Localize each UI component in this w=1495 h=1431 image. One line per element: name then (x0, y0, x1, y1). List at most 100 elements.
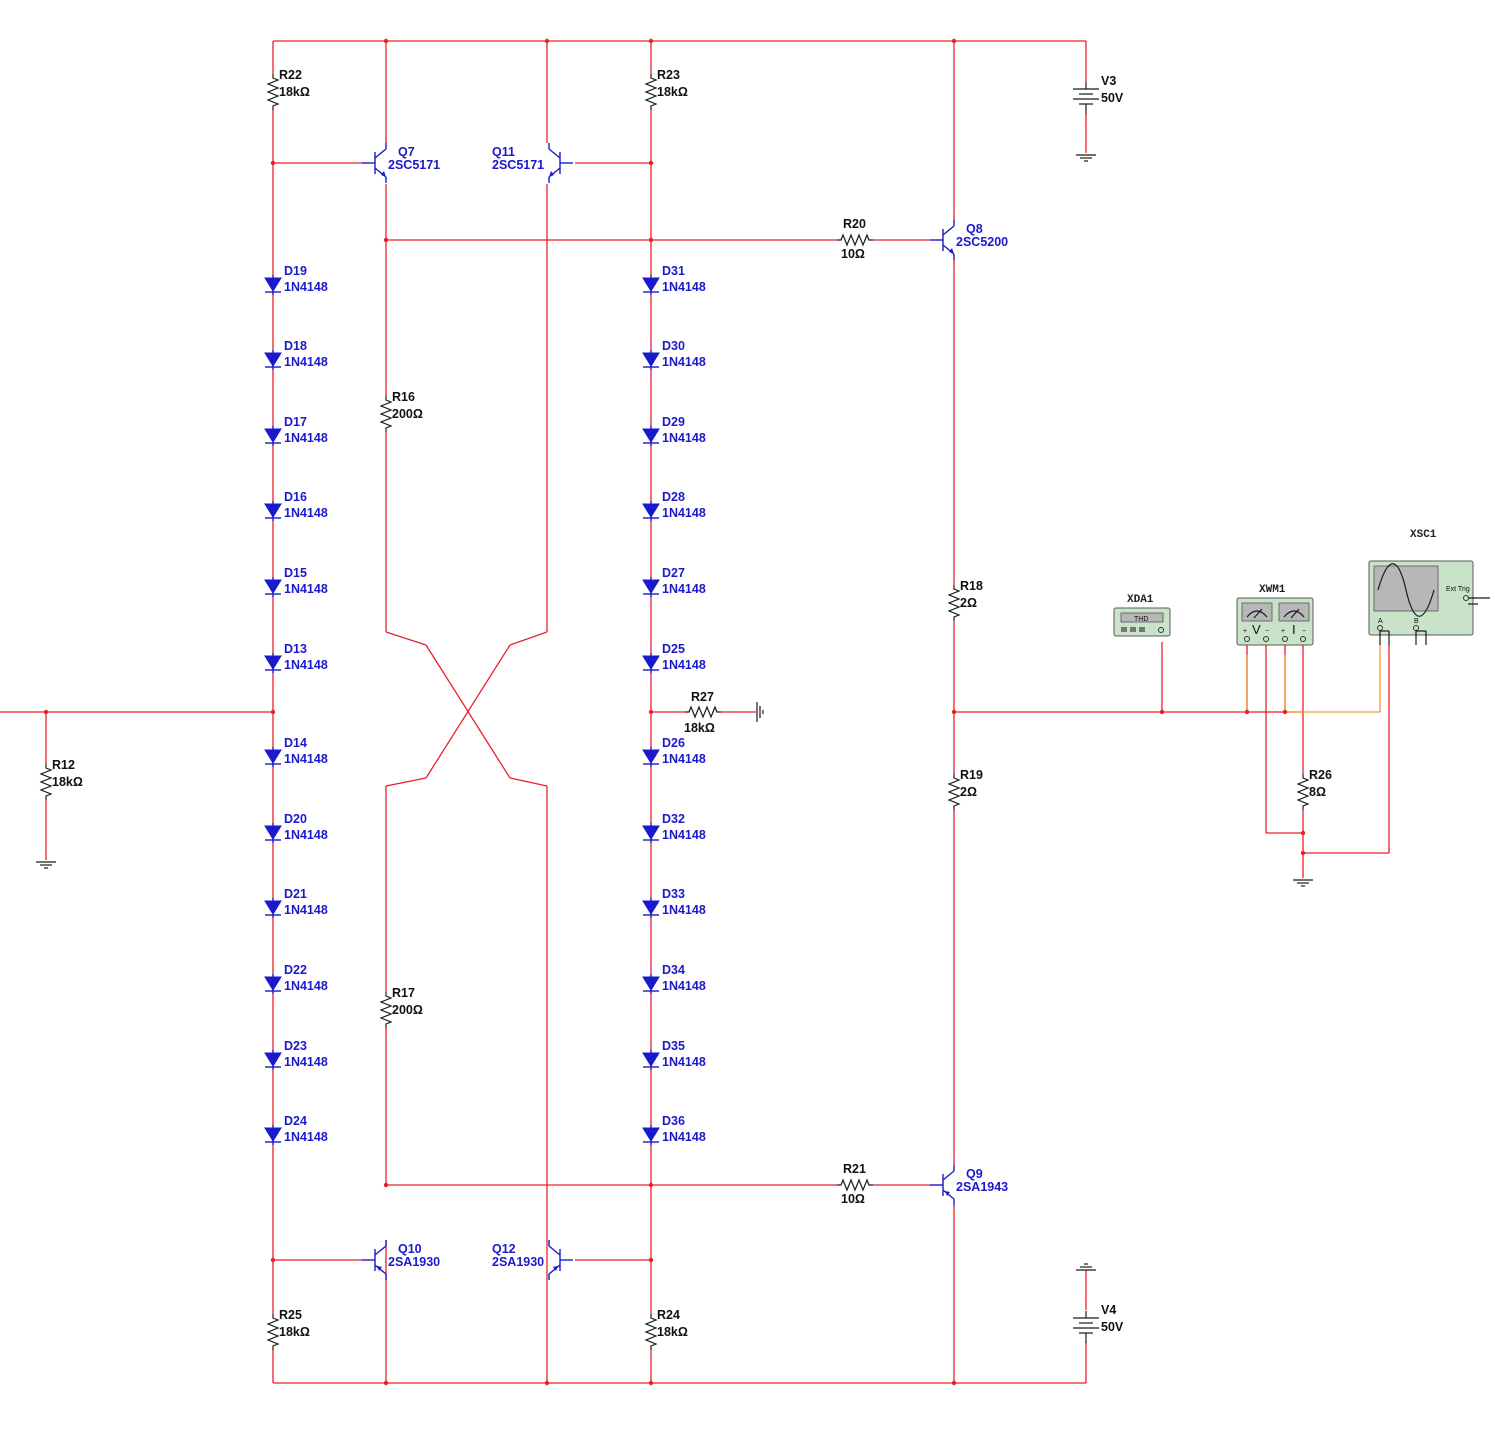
resistor-ref: R12 (52, 758, 75, 772)
diode-ref: D29 (662, 415, 685, 429)
junction-dot (951, 709, 957, 715)
ground-symbol (1076, 154, 1096, 162)
diode-triangle (642, 655, 660, 670)
diode-triangle (642, 579, 660, 594)
diode-ref: D30 (662, 339, 685, 353)
oscilloscope-XSC1[interactable]: XSC1 Ext Trig A B (1368, 529, 1490, 645)
ground-symbol (36, 861, 56, 869)
junction-dot (1159, 709, 1165, 715)
resistor-value: 18kΩ (52, 775, 83, 789)
diode-ref: D31 (662, 264, 685, 278)
diode-model: 1N4148 (284, 431, 328, 445)
resistor-R12: R12 18kΩ (39, 758, 83, 800)
svg-text:+: + (1281, 628, 1285, 635)
diode-triangle (264, 277, 282, 292)
diode-ref: D21 (284, 887, 307, 901)
transistor-model: 2SA1943 (956, 1180, 1008, 1194)
transistor-emitter (942, 1189, 955, 1200)
junction-dots (43, 38, 1306, 1386)
junction-dot (270, 160, 276, 166)
transistor-collector (548, 1245, 561, 1256)
transistor-model: 2SA1930 (492, 1255, 544, 1269)
diode-ref: D13 (284, 642, 307, 656)
diode-triangle (642, 277, 660, 292)
resistor-ref: R26 (1309, 768, 1332, 782)
distortion-analyzer-XDA1[interactable]: XDA1 THD (1113, 594, 1171, 637)
diode-ref: D26 (662, 736, 685, 750)
diode-ref: D14 (284, 736, 307, 750)
resistor-ref: R23 (657, 68, 680, 82)
diode-triangle (264, 749, 282, 764)
junction-dot (648, 1257, 654, 1263)
resistor-ref: R16 (392, 390, 415, 404)
diode-ref: D36 (662, 1114, 685, 1128)
resistor-value: 2Ω (960, 596, 977, 610)
diode-ref: D24 (284, 1114, 307, 1128)
diode-triangle (264, 1127, 282, 1142)
wattmeter-XWM1[interactable]: XWM1 + V − + I − (1236, 584, 1314, 646)
diode-model: 1N4148 (284, 1055, 328, 1069)
junction-dot (648, 160, 654, 166)
diode-model: 1N4148 (662, 280, 706, 294)
resistor-symbol (644, 1314, 658, 1350)
resistor-ref: R18 (960, 579, 983, 593)
diode-model: 1N4148 (662, 1055, 706, 1069)
diode-triangle (642, 428, 660, 443)
transistor-collector (942, 225, 955, 236)
resistor-ref: R22 (279, 68, 302, 82)
svg-text:+: + (1243, 628, 1247, 635)
diode-model: 1N4148 (662, 582, 706, 596)
wire-segment (425, 644, 511, 779)
transistor-model: 2SC5171 (492, 158, 544, 172)
transistor-collector (548, 148, 561, 159)
diode-model: 1N4148 (662, 355, 706, 369)
diode-D35: D35 1N4148 (642, 1039, 706, 1070)
components: R2218kΩR2318kΩR16200ΩR17200ΩR1218kΩR2518… (36, 68, 1332, 1350)
diode-triangle (642, 900, 660, 915)
transistor-ref: Q9 (966, 1167, 983, 1181)
diode-triangle (642, 503, 660, 518)
transistor-arrow (549, 171, 554, 177)
diode-D29: D29 1N4148 (642, 415, 706, 446)
xsc-b-label: B (1414, 618, 1419, 625)
source-value: 50V (1101, 1320, 1124, 1334)
diode-triangle (264, 825, 282, 840)
transistor-model: 2SC5200 (956, 235, 1008, 249)
diode-ref: D32 (662, 812, 685, 826)
transistor-collector (942, 1170, 955, 1181)
junction-dot (1300, 830, 1306, 836)
resistor-ref: R24 (657, 1308, 680, 1322)
diode-triangle (642, 825, 660, 840)
wire-segment (509, 631, 548, 646)
transistor-arrow (553, 1266, 558, 1271)
diode-D30: D30 1N4148 (642, 339, 706, 370)
resistor-value: 18kΩ (279, 85, 310, 99)
diode-model: 1N4148 (662, 903, 706, 917)
diode-ref: D35 (662, 1039, 685, 1053)
resistor-symbol (685, 705, 721, 719)
transistor-model: 2SC5171 (388, 158, 440, 172)
diode-triangle (264, 503, 282, 518)
diode-triangle (264, 1052, 282, 1067)
diode-model: 1N4148 (662, 431, 706, 445)
diode-ref: D20 (284, 812, 307, 826)
resistor-symbol (39, 764, 53, 800)
diode-model: 1N4148 (662, 752, 706, 766)
transistor-ref: Q11 (492, 145, 515, 159)
transistor-ref: Q8 (966, 222, 983, 236)
junction-dot (544, 1380, 550, 1386)
